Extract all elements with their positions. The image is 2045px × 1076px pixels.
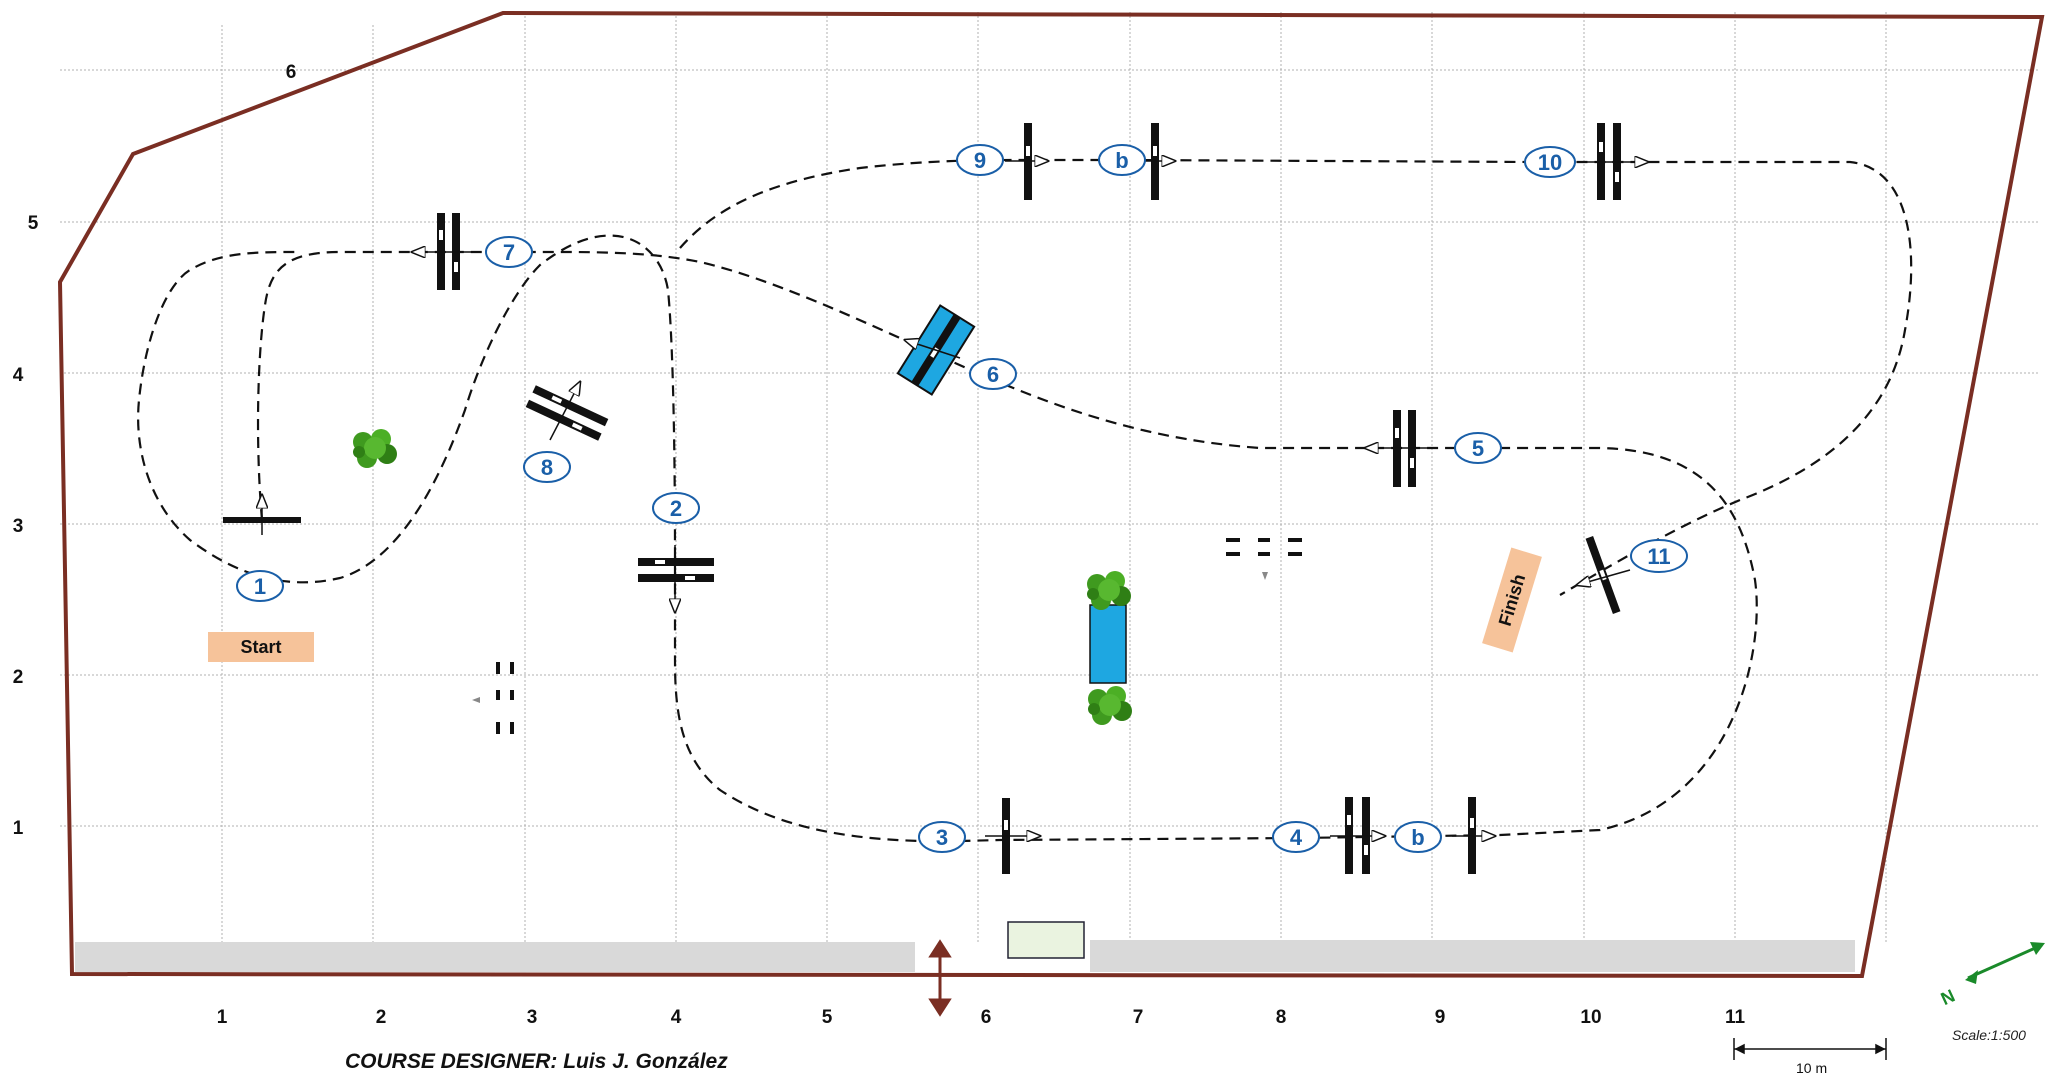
fence-7 [412, 213, 478, 290]
obstacle-badges: 1 2 3 4 b 5 6 7 8 9 b 10 11 [236, 144, 1688, 853]
tree-icon [1087, 571, 1131, 610]
scale-bar-label: 10 m [1796, 1060, 1828, 1076]
svg-text:3: 3 [527, 1007, 538, 1028]
fence-1 [223, 495, 301, 535]
fence-2 [638, 545, 714, 612]
svg-text:3: 3 [13, 516, 24, 537]
badge-5: 5 [1472, 436, 1484, 461]
fence-11 [1585, 536, 1621, 614]
tree-icon [1088, 686, 1132, 725]
badge-9a: 9 [974, 148, 986, 173]
badge-2: 2 [670, 496, 682, 521]
tree-icon [353, 429, 397, 468]
svg-text:2: 2 [376, 1007, 387, 1028]
fence-4b [1452, 797, 1495, 874]
start-box [208, 632, 314, 662]
badge-7: 7 [503, 240, 515, 265]
badge-6: 6 [987, 362, 999, 387]
course-designer: COURSE DESIGNER: Luis J. González [345, 1050, 728, 1073]
svg-text:5: 5 [28, 213, 39, 234]
fence-8 [525, 385, 609, 441]
entrance-arrow-icon [928, 939, 952, 1017]
scale-label: Scale:1:500 [1952, 1027, 2026, 1043]
north-arrow-icon [1965, 942, 2045, 984]
fence-9a [1005, 123, 1048, 200]
fence-5 [1365, 410, 1430, 487]
grid-lines [60, 12, 2040, 942]
finish-box [1482, 547, 1542, 653]
spare-fence-left [472, 662, 514, 734]
badge-9b: b [1115, 148, 1128, 173]
badge-4a: 4 [1290, 825, 1303, 850]
badge-11: 11 [1647, 544, 1670, 569]
badge-4b: b [1411, 825, 1424, 850]
course-route [137, 158, 1913, 843]
svg-text:1: 1 [217, 1007, 228, 1028]
svg-text:4: 4 [13, 365, 24, 386]
svg-text:2: 2 [13, 667, 24, 688]
svg-text:10: 10 [1580, 1007, 1601, 1028]
svg-text:6: 6 [981, 1007, 992, 1028]
svg-text:4: 4 [671, 1007, 682, 1028]
svg-text:8: 8 [1276, 1007, 1287, 1028]
badge-10: 10 [1538, 150, 1562, 175]
svg-text:11: 11 [1725, 1007, 1746, 1028]
svg-text:1: 1 [13, 818, 24, 839]
water-jump [1089, 604, 1127, 684]
judges-box [1007, 921, 1085, 959]
fence-10 [1585, 123, 1648, 200]
arena-border [57, 10, 2045, 979]
badge-8: 8 [541, 455, 553, 480]
fence-3 [985, 798, 1040, 874]
y-axis-labels: 1 2 3 4 5 6 [13, 62, 297, 839]
spare-fence-right [1226, 538, 1302, 580]
arena-wall-left [75, 942, 915, 972]
start-label: Start [240, 637, 281, 657]
x-axis-labels: 1 2 3 4 5 6 7 8 9 10 11 [217, 1007, 1746, 1028]
badge-1: 1 [254, 574, 266, 599]
svg-text:6: 6 [286, 62, 297, 83]
scale-bar [1733, 1038, 1887, 1060]
svg-text:5: 5 [822, 1007, 833, 1028]
svg-text:9: 9 [1435, 1007, 1446, 1028]
svg-text:7: 7 [1133, 1007, 1144, 1028]
fence-4a [1330, 797, 1385, 874]
arena-wall-right [1090, 940, 1855, 972]
north-label: N [1938, 985, 1958, 1009]
badge-3: 3 [936, 825, 948, 850]
